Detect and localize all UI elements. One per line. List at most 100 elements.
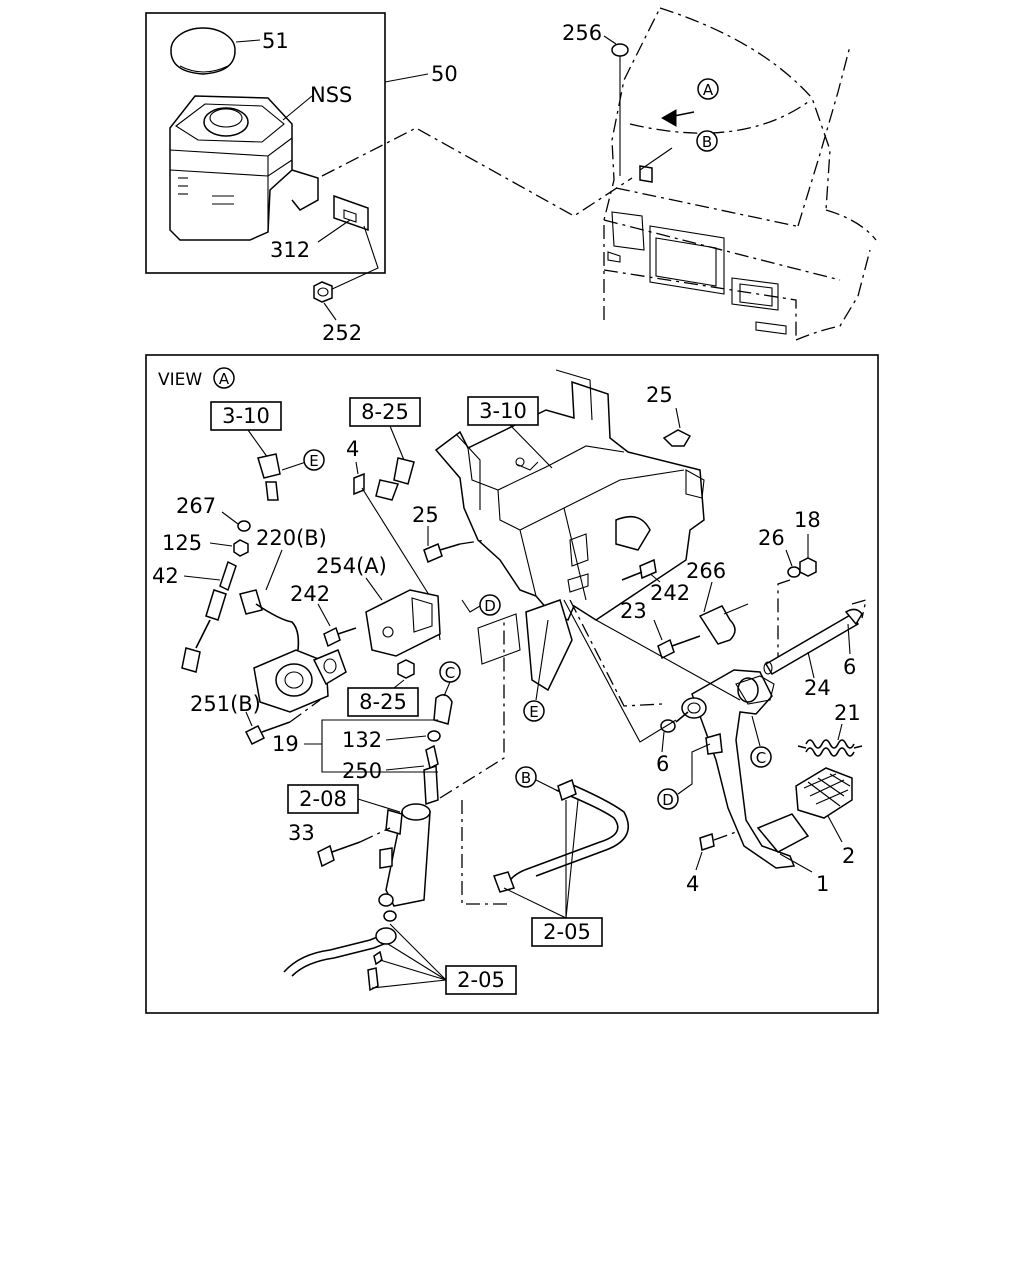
callout-312: 312 [270,238,310,262]
callout-50: 50 [431,62,458,86]
circle-d-mid-label: D [484,597,496,615]
truck-cab [603,7,877,341]
clutch-switch [253,649,347,713]
ref-box-2-05-bottom-label: 2-05 [457,968,505,992]
supply-hose [493,778,629,893]
reservoir-tank [169,95,319,241]
bracket-312 [333,194,369,232]
bolt-33 [317,841,361,868]
bolt-23 [657,638,675,660]
callout-6-right: 6 [843,655,856,679]
callout-125: 125 [162,531,202,555]
callout-18: 18 [794,508,821,532]
callout-25-mid: 25 [412,503,439,527]
screw-4-top [353,472,365,496]
callout-256: 256 [562,21,602,45]
master-cylinder [378,803,431,907]
screw-connector [375,457,415,501]
ref-box-8-25-mid [347,687,419,717]
view-a-frame [145,354,879,1014]
callout-254a: 254(A) [316,554,387,578]
circle-e-mid [523,700,545,722]
clutch-pedal [681,669,810,869]
circle-a-top-label: A [703,81,714,99]
bolt-242-left [323,626,341,648]
bolt-242-right [639,558,657,580]
callout-33: 33 [288,821,315,845]
callout-250: 250 [342,759,382,783]
circle-b-mid [515,766,537,788]
bracket-254a [365,589,441,657]
callout-26: 26 [758,526,785,550]
circle-e-mid-label: E [529,703,538,721]
pedal-pad [795,767,853,819]
sensor-bracket [257,453,281,501]
callout-51: 51 [262,29,289,53]
ref-box-2-08 [287,784,359,814]
plug-256 [611,43,629,57]
ref-box-8-25-mid-label: 8-25 [359,690,407,714]
callout-242-right: 242 [650,581,690,605]
callout-266: 266 [686,559,726,583]
callout-251b: 251(B) [190,692,261,716]
circle-c-right [750,746,772,768]
callout-24: 24 [804,676,831,700]
callout-2: 2 [842,844,855,868]
nut-8-25 [397,659,415,679]
circle-c-right-label: C [756,749,766,767]
nut-125 [233,539,249,557]
callout-1: 1 [816,872,829,896]
circle-d-mid [479,594,501,616]
circle-c-mid-label: C [445,664,455,682]
reservoir-frame [145,12,386,274]
view-circle-label: A [219,370,230,388]
callout-252: 252 [322,321,362,345]
clip-266 [698,605,736,645]
circle-d-right [657,788,679,810]
ref-box-2-05-right [531,917,603,947]
ref-box-3-10-top-label: 3-10 [479,399,527,423]
ref-box-8-25-top [349,397,421,427]
hose-fitting [433,694,453,725]
sensor-42 [181,560,237,673]
bolt-25-top [662,429,692,447]
switch-connector [239,589,300,651]
link-reservoir-cab [321,127,633,217]
circle-d-right-label: D [662,791,674,809]
washer-267 [237,520,251,532]
view-label: VIEW [158,370,202,390]
nut-252 [313,281,333,303]
circle-e-left-label: E [309,452,318,470]
fluid-hose [283,910,397,992]
callout-23: 23 [620,599,647,623]
callout-42: 42 [152,564,179,588]
washer-26 [787,566,801,578]
ref-box-2-08-label: 2-08 [299,787,347,811]
callout-4-top: 4 [346,437,359,461]
callout-220b: 220(B) [256,526,327,550]
circle-a-top [697,78,719,100]
circle-b-top-label: B [702,133,712,151]
callout-4-bottom: 4 [686,872,699,896]
ref-box-3-10-left [210,401,282,431]
ref-box-8-25-top-label: 8-25 [361,400,409,424]
pedal-shaft [763,608,863,676]
view-circle [213,367,235,389]
ref-box-2-05-bottom [445,965,517,995]
screw-4-bottom [699,833,715,851]
bolt-25-mid [423,542,461,564]
ref-box-2-05-right-label: 2-05 [543,920,591,944]
washer-132 [427,730,441,742]
callout-6-left: 6 [656,752,669,776]
callout-19: 19 [272,732,299,756]
reservoir-cap [170,27,236,75]
bolt-250 [425,744,439,770]
ref-box-3-10-top [467,396,539,426]
return-spring [797,739,863,757]
circle-b-mid-label: B [521,769,531,787]
nut-18 [799,557,817,577]
callout-132: 132 [342,728,382,752]
pedal-bracket [434,369,705,692]
